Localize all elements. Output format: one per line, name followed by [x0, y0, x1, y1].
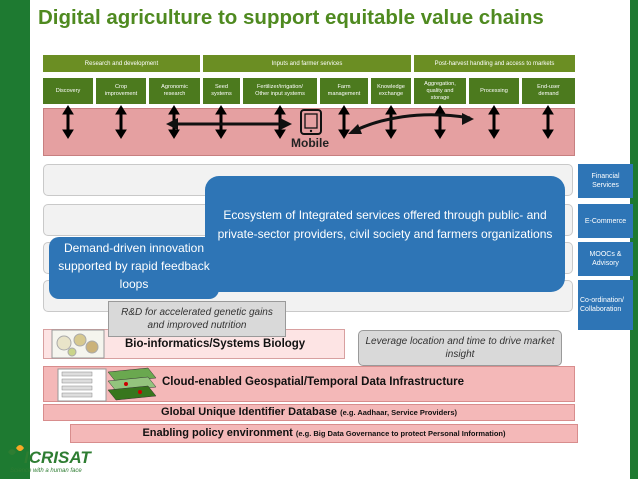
- stage-header-research: Research and development: [43, 55, 200, 72]
- side-financial-services: Financial Services: [578, 164, 633, 198]
- mobile-phone-icon: [300, 109, 322, 135]
- vertical-arrow-6: [338, 105, 350, 139]
- icrisat-tagline: Science with a human face: [10, 468, 82, 474]
- policy-environment-layer: Enabling policy environment (e.g. Big Da…: [70, 424, 578, 443]
- policy-label: Enabling policy environment: [142, 427, 293, 439]
- stage-header-inputs: Inputs and farmer services: [203, 55, 411, 72]
- guid-label: Global Unique Identifier Database: [161, 406, 338, 418]
- activity-discovery: Discovery: [43, 78, 93, 104]
- activity-fertilizer-irrigation: Fertilizer/irrigation/Other input system…: [243, 78, 317, 104]
- activity-processing: Processing: [469, 78, 519, 104]
- side-coordination: Co-ordination/ Collaboration: [578, 280, 633, 330]
- vertical-arrow-10: [542, 105, 554, 139]
- rd-genetic-gains-box: R&D for accelerated genetic gains and im…: [108, 301, 286, 337]
- left-brand-bar: [0, 0, 30, 479]
- vertical-arrow-2: [115, 105, 127, 139]
- side-moocs-advisory: MOOCs & Advisory: [578, 242, 633, 276]
- slide-title: Digital agriculture to support equitable…: [38, 6, 544, 29]
- right-horizontal-arrow: [348, 113, 474, 134]
- guid-note: (e.g. Aadhaar, Service Providers): [340, 408, 457, 417]
- policy-note: (e.g. Big Data Governance to protect Per…: [295, 429, 506, 438]
- vertical-arrow-1: [62, 105, 74, 139]
- vertical-arrow-7: [385, 105, 397, 139]
- guid-database-layer: Global Unique Identifier Database (e.g. …: [43, 404, 575, 421]
- left-horizontal-arrow: [166, 118, 292, 130]
- vertical-arrow-4: [215, 105, 227, 139]
- bioinformatics-label: Bio-informatics/Systems Biology: [125, 338, 306, 350]
- stage-header-post-harvest: Post-harvest handling and access to mark…: [414, 55, 575, 72]
- vertical-arrow-3: [168, 105, 180, 139]
- ecosystem-box: Ecosystem of Integrated services offered…: [205, 176, 565, 292]
- right-brand-bar: [630, 0, 638, 479]
- icrisat-logo-text: ICRISAT: [24, 448, 91, 467]
- side-e-commerce: E-Commerce: [578, 204, 633, 238]
- vertical-arrow-9: [488, 105, 500, 139]
- leverage-location-box: Leverage location and time to drive mark…: [358, 330, 562, 366]
- demand-driven-box: Demand-driven innovation supported by ra…: [49, 237, 219, 299]
- mobile-label: Mobile: [291, 136, 329, 150]
- cloud-geospatial-label: Cloud-enabled Geospatial/Temporal Data I…: [162, 376, 465, 388]
